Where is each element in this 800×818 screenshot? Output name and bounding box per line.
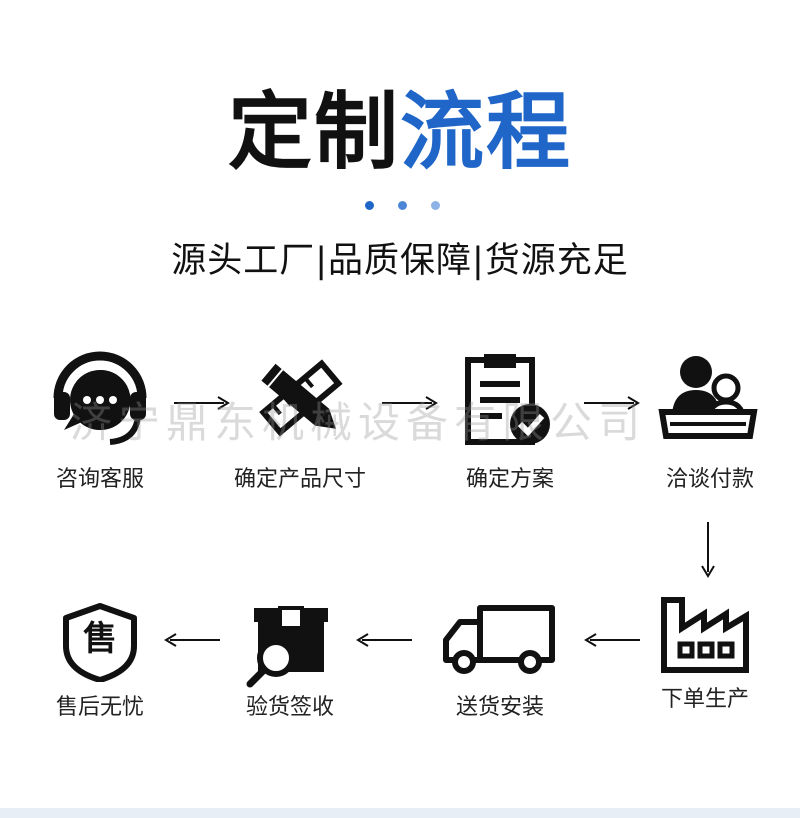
watermark: 济宁鼎东机械设备有限公司 xyxy=(70,398,647,447)
headset-icon xyxy=(53,351,147,445)
decorative-dots xyxy=(365,201,440,210)
step-label-8: 售后无忧 xyxy=(55,695,144,720)
title-part-1: 定制 xyxy=(227,83,400,181)
box-inspect-icon xyxy=(246,606,328,688)
dot-3 xyxy=(431,201,440,210)
meeting-icon xyxy=(658,356,758,439)
step-label-5: 下单生产 xyxy=(660,687,749,712)
subtitle: 源头工厂|品质保障|货源充足 xyxy=(171,241,629,281)
pencil-ruler-icon xyxy=(259,359,343,437)
step-label-6: 送货安装 xyxy=(455,695,544,720)
arrow-right-icon xyxy=(382,396,438,410)
title-part-2: 流程 xyxy=(400,83,573,181)
shield-icon-text: 售 xyxy=(83,619,117,659)
step-label-2: 确定产品尺寸 xyxy=(233,467,366,492)
dot-2 xyxy=(398,201,407,210)
arrow-right-icon xyxy=(174,396,230,410)
arrow-left-icon xyxy=(356,633,412,647)
arrow-down-icon xyxy=(701,522,715,578)
arrow-left-icon xyxy=(164,633,220,647)
arrow-left-icon xyxy=(584,633,640,647)
bottom-divider xyxy=(0,808,800,818)
step-label-3: 确定方案 xyxy=(465,467,554,492)
shield-icon: 售 xyxy=(60,602,140,682)
factory-icon xyxy=(661,597,749,673)
truck-icon xyxy=(443,605,555,674)
step-label-1: 咨询客服 xyxy=(55,467,144,492)
clipboard-check-icon xyxy=(465,354,550,445)
dot-1 xyxy=(365,201,374,210)
step-label-7: 验货签收 xyxy=(245,695,334,720)
page-title: 定制流程 xyxy=(0,82,800,182)
arrow-right-icon xyxy=(584,396,640,410)
step-label-4: 洽谈付款 xyxy=(665,467,754,492)
